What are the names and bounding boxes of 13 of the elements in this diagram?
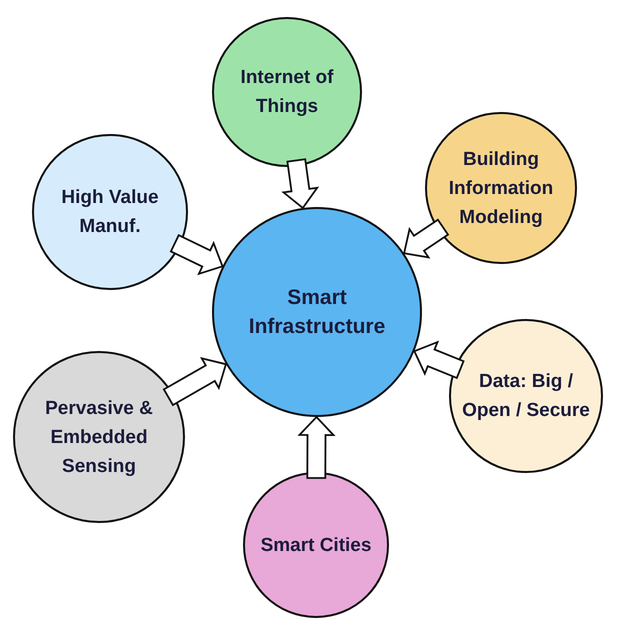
- node-label: Pervasive & Embedded Sensing: [44, 396, 154, 478]
- node-label: Building Information Modeling: [448, 148, 554, 230]
- block-arrow: [170, 234, 224, 276]
- node-label: Smart Infrastructure: [248, 285, 386, 340]
- block-arrow: [281, 158, 320, 210]
- node-label: High Value Manuf.: [60, 186, 160, 239]
- node-label: Data: Big / Open / Secure: [461, 370, 591, 423]
- block-arrow: [297, 416, 336, 479]
- block-arrow: [162, 357, 228, 406]
- node-label: Internet of Things: [240, 66, 334, 119]
- node-label: Smart Cities: [260, 534, 372, 558]
- block-arrow: [413, 340, 465, 380]
- block-arrow: [403, 218, 450, 259]
